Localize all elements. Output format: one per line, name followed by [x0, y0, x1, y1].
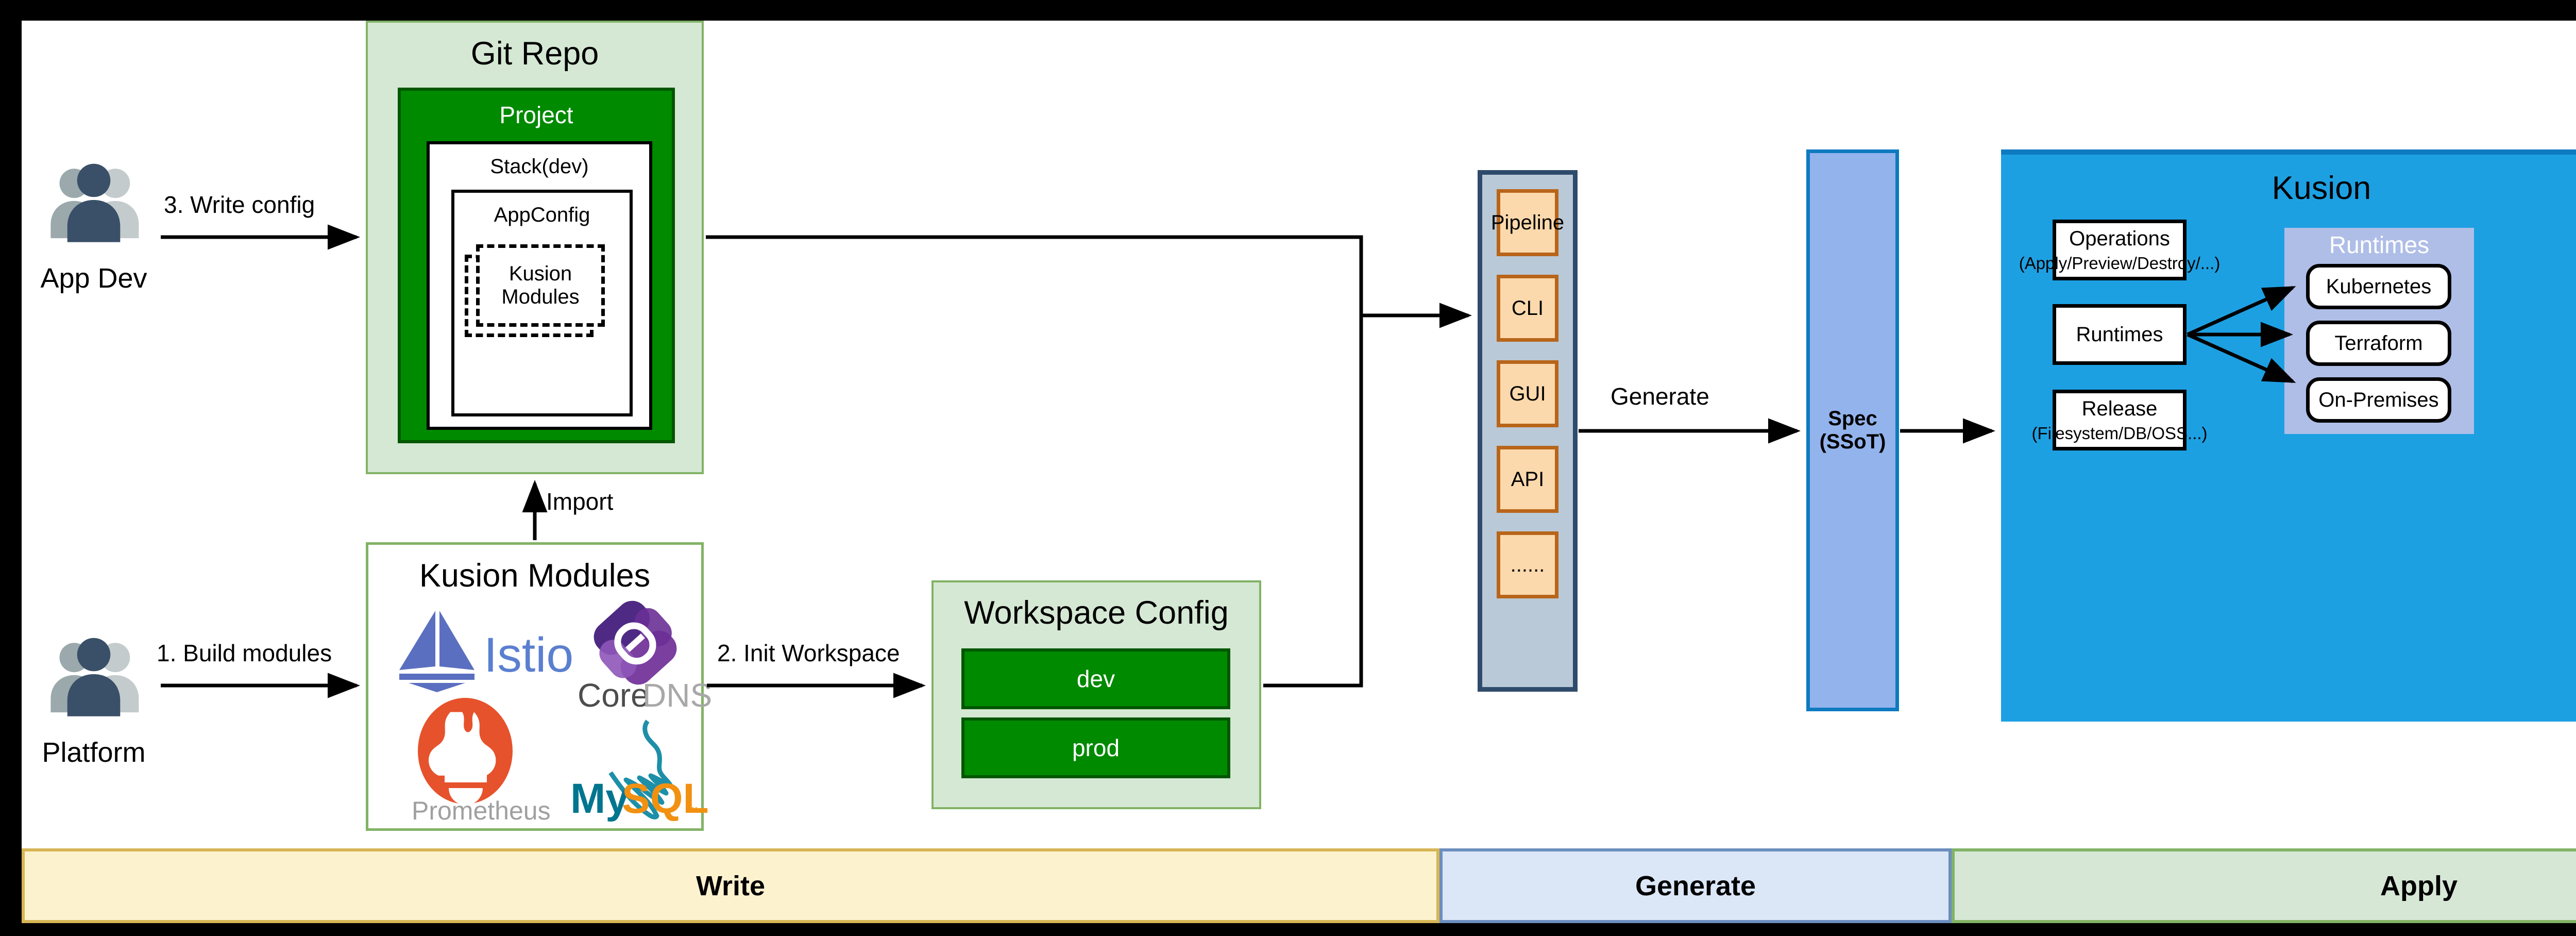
edge-label-build-modules: 1. Build modules [157, 640, 332, 666]
git-repo-panel: Git Repo Project Stack(dev) AppConfig Ku… [366, 21, 704, 474]
runtimes-subpanel-title: Runtimes [2329, 231, 2430, 258]
kusion-modules-panel-title: Kusion Modules [419, 558, 651, 594]
svg-text:™: ™ [687, 805, 698, 817]
actor-app-dev: App Dev [27, 160, 161, 294]
workspace-config-panel: Workspace Config dev prod [931, 580, 1261, 809]
istio-logo: Istio [388, 606, 573, 693]
runtime-on-premises[interactable]: On-Premises [2306, 377, 2451, 423]
channel-more[interactable]: ...... [1497, 531, 1558, 598]
git-repo-title: Git Repo [470, 36, 599, 72]
coredns-logo: Core DNS [574, 596, 712, 715]
svg-text:DNS: DNS [642, 677, 712, 714]
kusion-modules-chip: Kusion Modules [476, 244, 605, 327]
svg-text:Core: Core [578, 677, 649, 714]
svg-text:Prometheus: Prometheus [412, 796, 551, 825]
kusion-block-operations-title: Operations [2069, 227, 2170, 250]
kusion-block-release-title: Release [2081, 397, 2158, 420]
phase-apply: Apply [1952, 848, 2576, 923]
phase-write-label: Write [696, 870, 766, 901]
channel-gui[interactable]: GUI [1497, 360, 1558, 427]
channels-panel: Pipeline CLI GUI API ...... [1478, 170, 1578, 692]
people-icon [50, 638, 139, 716]
runtime-terraform[interactable]: Terraform [2306, 321, 2451, 366]
svg-text:SQL: SQL [622, 775, 709, 822]
prometheus-logo: Prometheus [409, 694, 551, 825]
workspace-config-title: Workspace Config [964, 595, 1229, 631]
appconfig-title: AppConfig [494, 203, 590, 226]
appconfig-box: AppConfig Kusion Modules [451, 190, 633, 416]
runtimes-subpanel: Runtimes Kubernetes Terraform On-Premise… [2284, 228, 2474, 434]
actor-label-app-dev: App Dev [40, 263, 147, 294]
project-box: Project Stack(dev) AppConfig Kusion Modu… [398, 88, 675, 443]
project-title: Project [499, 102, 573, 128]
spec-box: Spec (SSoT) [1806, 149, 1899, 711]
people-icon [50, 163, 139, 242]
phase-generate-label: Generate [1635, 870, 1756, 901]
kusion-modules-chip-line1: Kusion [509, 262, 572, 285]
phase-apply-label: Apply [2380, 870, 2458, 901]
kusion-panel: Kusion Operations (Apply/Preview/Destroy… [2001, 149, 2576, 722]
channel-api[interactable]: API [1497, 446, 1558, 513]
phase-generate: Generate [1439, 848, 1952, 923]
workspace-item-dev[interactable]: dev [961, 648, 1230, 709]
phase-write: Write [22, 848, 1439, 923]
stack-title: Stack(dev) [490, 155, 589, 178]
svg-text:My: My [570, 775, 629, 822]
runtime-kubernetes[interactable]: Kubernetes [2306, 264, 2451, 309]
kusion-block-release-sub: (Filesystem/DB/OSS...) [2031, 423, 2208, 443]
edge-label-write-config: 3. Write config [164, 191, 315, 218]
kusion-title: Kusion [2272, 170, 2371, 206]
kusion-block-runtimes-title: Runtimes [2076, 323, 2163, 346]
channel-pipeline[interactable]: Pipeline [1491, 189, 1564, 256]
kusion-modules-chip-line2: Modules [501, 286, 580, 308]
diagram-canvas: App Dev Platform Git Repo Project Stack( [22, 21, 2576, 923]
edge-label-init-workspace: 2. Init Workspace [717, 640, 900, 666]
edge-label-generate: Generate [1611, 383, 1709, 410]
spec-line1: Spec [1828, 407, 1877, 430]
stack-box: Stack(dev) AppConfig Kusion Modules [427, 141, 652, 430]
svg-text:Istio: Istio [484, 628, 573, 682]
mysql-logo: My SQL ™ [570, 714, 709, 822]
edge-label-import: Import [546, 488, 614, 515]
kusion-block-runtimes: Runtimes [2053, 304, 2187, 365]
actor-platform: Platform [27, 634, 161, 768]
channel-cli[interactable]: CLI [1497, 275, 1558, 342]
workspace-item-prod[interactable]: prod [961, 717, 1230, 778]
kusion-block-release: Release (Filesystem/DB/OSS...) [2031, 390, 2208, 450]
actor-label-platform: Platform [42, 737, 146, 768]
kusion-block-operations-sub: (Apply/Preview/Destroy/...) [2019, 253, 2221, 273]
spec-line2: (SSoT) [1819, 430, 1886, 453]
kusion-modules-panel: Kusion Modules Istio [366, 542, 712, 831]
kusion-block-operations: Operations (Apply/Preview/Destroy/...) [2019, 220, 2220, 280]
